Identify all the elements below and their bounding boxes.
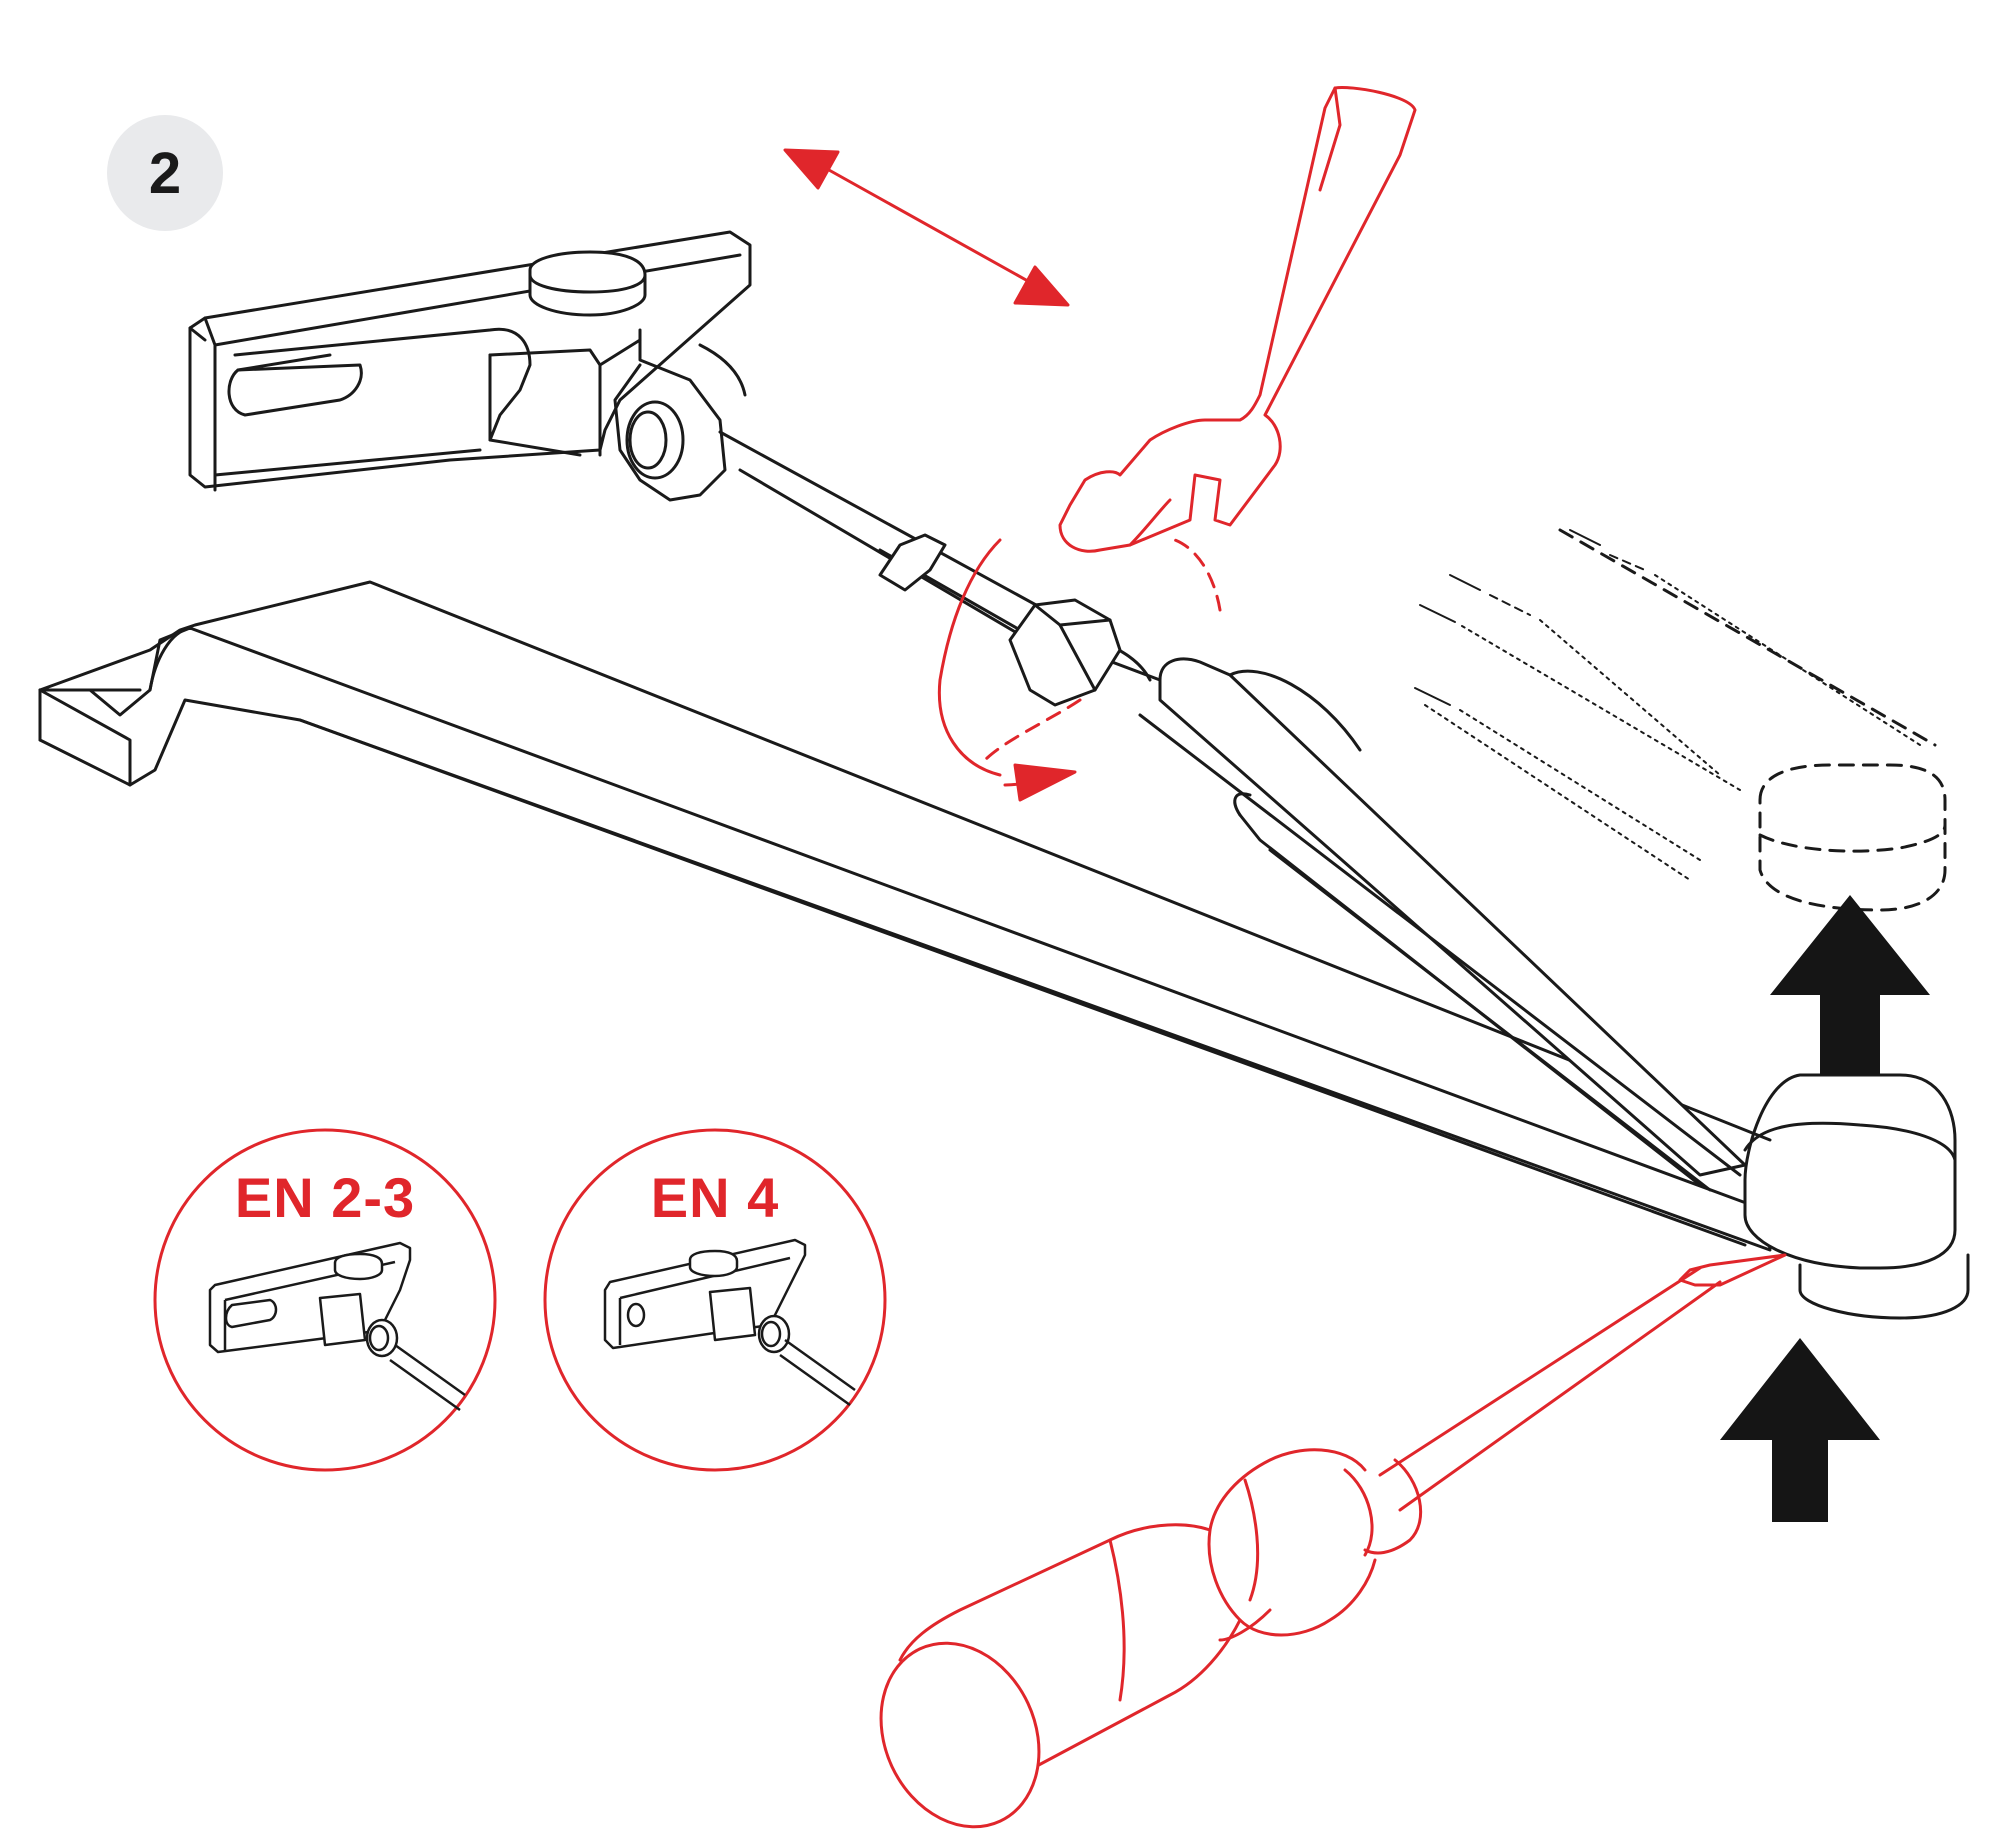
motion-lines xyxy=(1414,529,1921,881)
wrench-icon xyxy=(1058,85,1417,553)
arrow-up-icon xyxy=(1720,1338,1880,1522)
variant-callout-en-2-3 xyxy=(153,1128,497,1472)
double-headed-arrow-icon xyxy=(783,148,1070,307)
arm-pivot xyxy=(1743,1073,1970,1320)
screwdriver-icon xyxy=(879,1253,1787,1829)
bracket-thumbnail xyxy=(603,1238,856,1407)
variant-label-en-4: EN 4 xyxy=(650,1166,780,1229)
step-badge: 2 xyxy=(107,115,223,231)
adjustment-rod xyxy=(718,430,1152,707)
step-number: 2 xyxy=(148,140,182,206)
arm-ghost-position xyxy=(1558,528,1947,912)
arrow-up-icon xyxy=(1770,895,1930,1075)
variant-callout-en-4 xyxy=(543,1128,887,1472)
variant-label-en-2-3: EN 2-3 xyxy=(234,1166,416,1229)
mounting-bracket xyxy=(188,230,752,502)
bracket-thumbnail xyxy=(208,1241,466,1412)
rotation-arrow-icon xyxy=(937,538,1222,802)
forearm xyxy=(1048,638,1747,1192)
